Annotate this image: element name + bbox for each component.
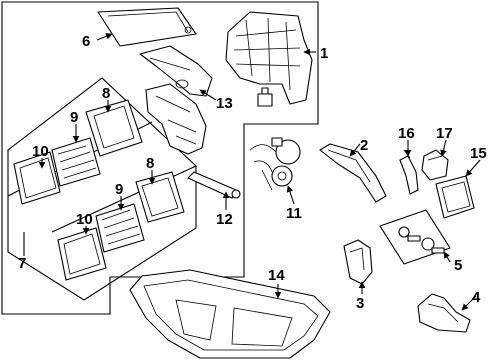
bracket-part (139, 45, 213, 97)
callout-13: 13 (216, 95, 233, 112)
fastener-part (379, 209, 451, 265)
sealed-beam-upper-part (13, 151, 61, 205)
headlamp-housing-part (225, 11, 313, 107)
callout-15: 15 (470, 145, 487, 162)
callout-12: 12 (216, 211, 233, 228)
callout-2: 2 (360, 137, 368, 154)
callout-8-upper: 8 (102, 85, 110, 102)
actuator-bracket-part (145, 83, 207, 155)
callout-9-lower: 9 (115, 181, 123, 198)
side-marker-lamp-part (435, 175, 475, 219)
lamp-retainer-lower-part (95, 203, 145, 253)
small-bracket-part (343, 239, 373, 285)
cover-plate-part (97, 7, 197, 47)
callout-9-upper: 9 (70, 109, 78, 126)
callout-8-lower: 8 (146, 155, 154, 172)
lamp-group-frame (7, 77, 197, 301)
lower-bracket-part (417, 293, 471, 333)
callout-4: 4 (472, 289, 481, 306)
sealed-beam-lower-part (57, 227, 107, 281)
callout-14: 14 (268, 267, 285, 284)
bulb-socket-part (421, 149, 449, 181)
callout-10-upper: 10 (32, 143, 49, 160)
callout-6: 6 (82, 33, 90, 50)
assembly-frame (1, 1, 319, 315)
callout-17: 17 (436, 125, 453, 142)
callout-10-lower: 10 (76, 211, 93, 228)
headlamp-bezel-part (129, 269, 331, 359)
lamp-bezel-lower-part (135, 171, 185, 223)
lamp-bezel-upper-part (85, 99, 143, 157)
callout-3: 3 (356, 295, 364, 312)
callout-11: 11 (286, 205, 302, 222)
callout-1: 1 (320, 45, 328, 62)
callout-7: 7 (18, 255, 26, 272)
wiring-harness-part (399, 149, 419, 195)
headlamp-motor-part (249, 137, 301, 191)
callout-16: 16 (398, 125, 415, 142)
callout-5: 5 (454, 257, 462, 274)
mounting-bracket-part (319, 143, 387, 203)
lamp-retainer-upper-part (51, 137, 101, 187)
